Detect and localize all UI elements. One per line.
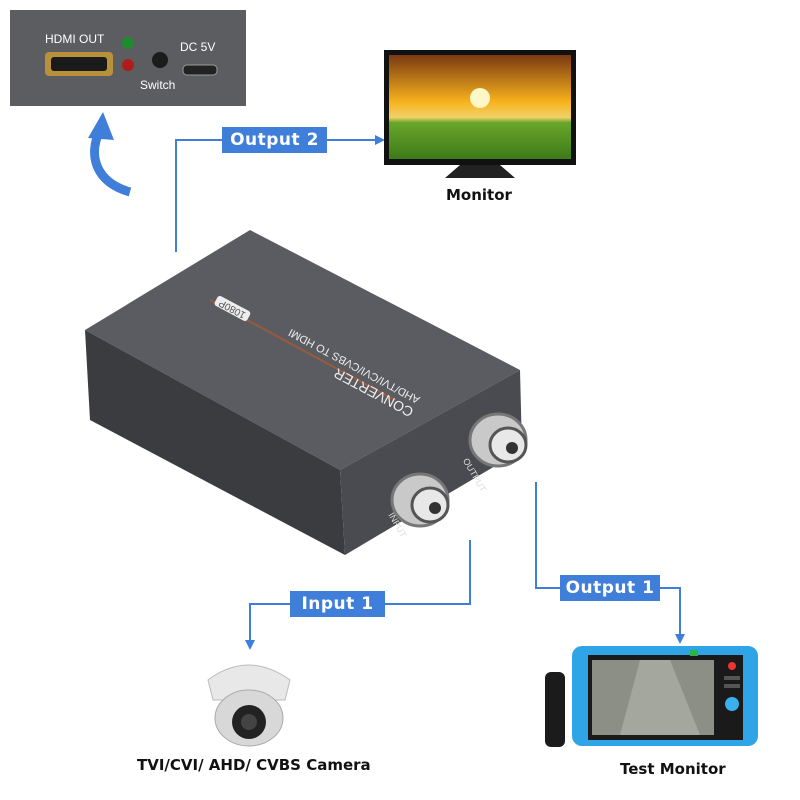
- camera-caption: TVI/CVI/ AHD/ CVBS Camera: [137, 756, 371, 774]
- switch-button-icon: [152, 52, 168, 68]
- output-2-label: Output 2: [222, 127, 327, 153]
- dome-camera-image: [207, 664, 291, 747]
- monitor-image: [384, 50, 576, 178]
- bnc-input-connector-icon: [390, 472, 450, 528]
- dc-label: DC 5V: [180, 40, 216, 54]
- converter-device: [85, 230, 528, 555]
- bnc-output-connector-icon: [468, 412, 528, 468]
- red-led-icon: [122, 59, 134, 71]
- green-led-icon: [122, 37, 134, 49]
- monitor-caption: Monitor: [446, 186, 512, 204]
- input-1-label: Input 1: [290, 591, 385, 617]
- test-monitor-image: [545, 646, 758, 747]
- output-1-label: Output 1: [560, 575, 660, 601]
- hdmi-out-label: HDMI OUT: [45, 32, 105, 46]
- hdmi-panel-photo: [10, 10, 246, 106]
- switch-label: Switch: [140, 78, 176, 92]
- test-monitor-caption: Test Monitor: [620, 760, 726, 778]
- micro-usb-icon: [182, 64, 218, 76]
